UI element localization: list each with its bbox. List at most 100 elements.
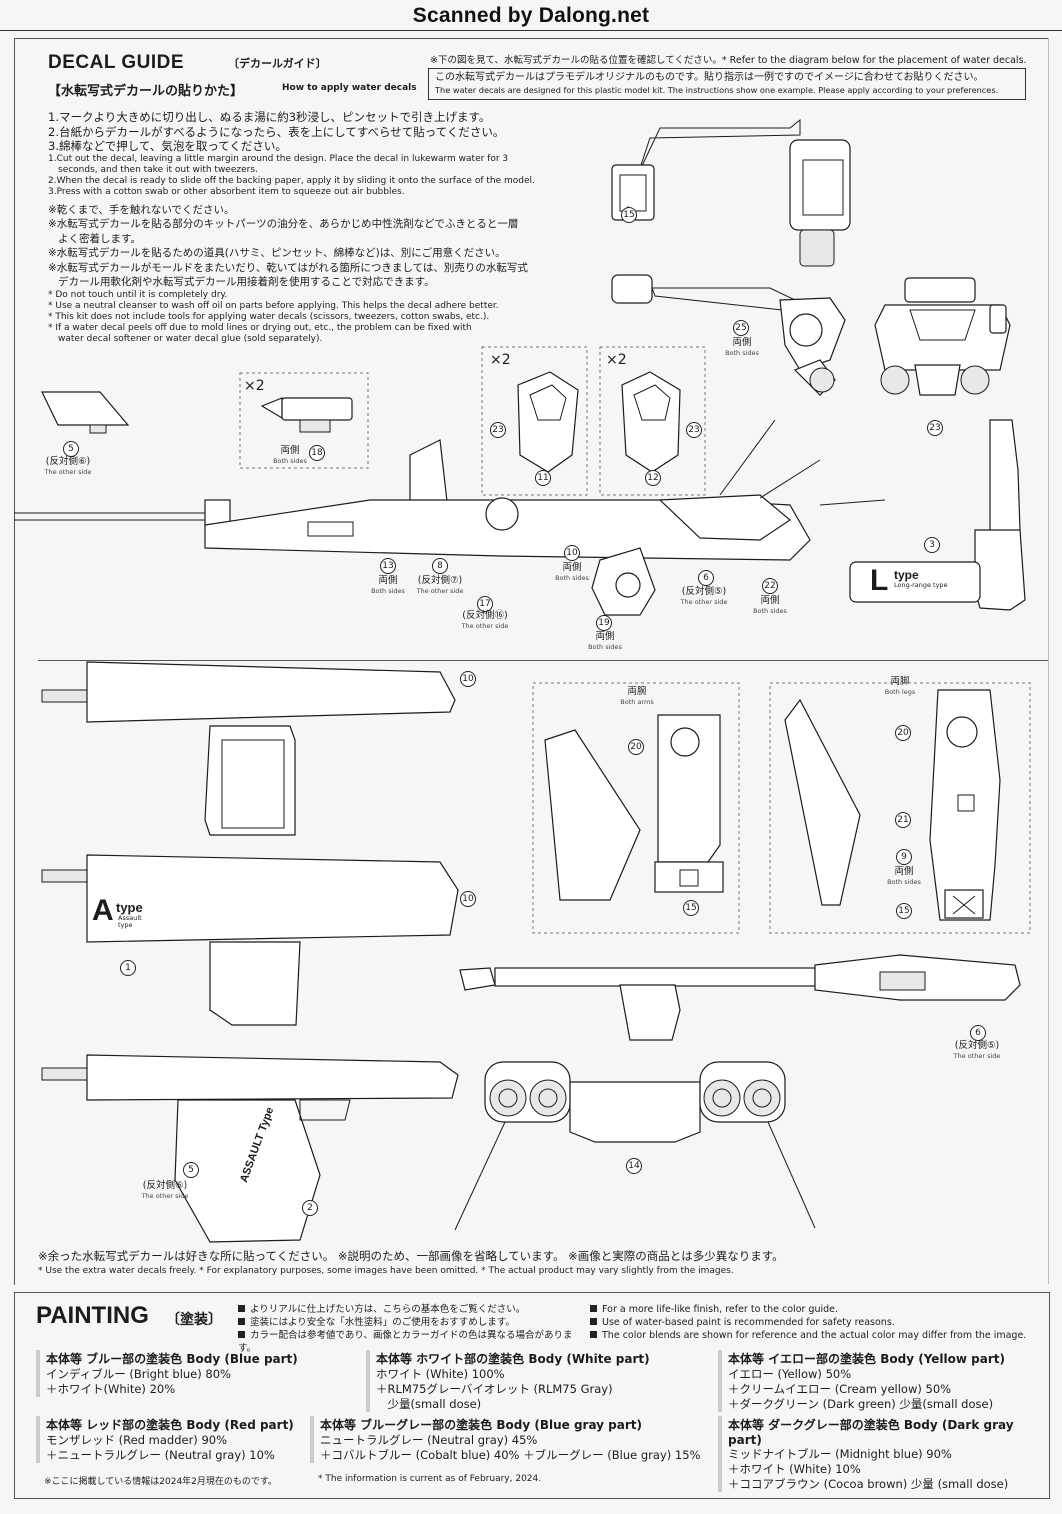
x2-label-12: ×2 bbox=[606, 352, 627, 368]
note-en-4: * If a water decal peels off due to mold… bbox=[48, 322, 472, 333]
info-date-note-jp: ※ここに掲載している情報は2024年2月現在のものです。 bbox=[44, 1477, 278, 1487]
decal-guide-title-jp: 〔デカールガイド〕 bbox=[228, 57, 327, 70]
note-en-4b: water decal softener or water decal glue… bbox=[58, 333, 323, 344]
decal-guide-frame-edge bbox=[1048, 38, 1049, 1284]
note-en-1: * Do not touch until it is completely dr… bbox=[48, 289, 228, 300]
skirt-thruster-diagram bbox=[454, 1061, 816, 1231]
callout-19: 19 bbox=[596, 615, 612, 631]
note-en-3: * This kit does not include tools for ap… bbox=[48, 311, 490, 322]
note-jp-4b: デカール用軟化剤や水転写式デカール用接着剤を使用することで対応できます。 bbox=[58, 276, 435, 288]
callout-25: 25 bbox=[733, 320, 749, 336]
other-side-label-6-top: (反対側⑥)The other side bbox=[44, 456, 92, 476]
step-en-2: 2.When the decal is ready to slide off t… bbox=[48, 175, 535, 186]
arm-parts-diagram bbox=[544, 714, 724, 901]
l-type-weapon-diagram bbox=[849, 419, 1026, 611]
other-side-label-6-lower: (反対側⑥)The other side bbox=[141, 1180, 189, 1200]
callout-10-upper: 10 bbox=[460, 671, 476, 687]
callout-12: 12 bbox=[645, 470, 661, 486]
note-jp-1: ※乾くまで、手を触れないでください。 bbox=[48, 203, 235, 216]
shoulder-part-diagram bbox=[611, 274, 846, 396]
callout-9: 9 bbox=[896, 849, 912, 865]
color-block-yellow: 本体等 イエロー部の塗装色 Body (Yellow part) イエロー (Y… bbox=[718, 1350, 1050, 1412]
callout-2: 2 bbox=[302, 1200, 318, 1216]
notice-jp: この水転写式デカールはプラモデルオリジナルのものです。貼り指示は一例ですのでイメ… bbox=[435, 72, 984, 83]
other-side-label-5-rifle: (反対側⑤)The other side bbox=[680, 586, 728, 606]
decal-guide-title: DECAL GUIDE bbox=[48, 52, 185, 73]
callout-18: 18 bbox=[309, 445, 325, 461]
step-en-1b: seconds, and then take it out with tweez… bbox=[58, 164, 258, 175]
callout-6-rifle-lower: 6 bbox=[970, 1025, 986, 1041]
callout-15-leg: 15 bbox=[896, 903, 912, 919]
callout-23-torso: 23 bbox=[927, 420, 943, 436]
part-11-shield bbox=[517, 371, 579, 473]
painting-note-en-3: The color blends are shown for reference… bbox=[590, 1329, 1040, 1342]
callout-14: 14 bbox=[626, 1158, 642, 1174]
painting-note-jp-2: 塗装にはより安全な「水性塗料」のご使用をおすすめします。 bbox=[238, 1316, 588, 1329]
callout-15-arm: 15 bbox=[683, 900, 699, 916]
step-jp-1: 1.マークより大きめに切り出し、ぬるま湯に約3秒浸し、ピンセットで引き上げます。 bbox=[48, 110, 491, 124]
painting-note-jp-3: カラー配合は参考値であり、画像とカラーガイドの色は異なる場合があります。 bbox=[238, 1330, 573, 1354]
color-block-red: 本体等 レッド部の塗装色 Body (Red part) モンザレッド (Red… bbox=[36, 1416, 316, 1463]
part-12-shield bbox=[621, 371, 681, 473]
other-side-label-16: (反対側⑯)The other side bbox=[461, 610, 509, 630]
painting-note-en-1: For a more life-like finish, refer to th… bbox=[590, 1303, 1040, 1316]
note-jp-2b: よく密着します。 bbox=[58, 232, 141, 245]
section-divider bbox=[38, 660, 1048, 661]
leg-parts-diagram bbox=[784, 689, 1001, 921]
note-jp-2: ※水転写式デカールを貼る部分のキットパーツの油分を、あらかじめ中性洗剤などでふき… bbox=[48, 218, 519, 230]
other-side-label-5-lower: (反対側⑤)The other side bbox=[953, 1040, 1001, 1060]
water-decal-subtitle-jp: 【水転写式デカールの貼りかた】 bbox=[48, 84, 244, 99]
long-rifle-diagram bbox=[459, 954, 1021, 1041]
callout-20-leg: 20 bbox=[895, 725, 911, 741]
a-type-mark: A type Assault type bbox=[92, 894, 143, 929]
callout-6-rifle: 6 bbox=[698, 570, 714, 586]
step-en-1: 1.Cut out the decal, leaving a little ma… bbox=[48, 153, 509, 164]
step-jp-3: 3.綿棒などで押して、気泡を取ってください。 bbox=[48, 139, 287, 153]
l-type-mark: L type Long-range type bbox=[870, 564, 948, 597]
callout-23-right: 23 bbox=[686, 422, 702, 438]
decal-guide-frame bbox=[14, 38, 1049, 1285]
callout-13: 13 bbox=[380, 558, 396, 574]
callout-15-top: 15 bbox=[621, 207, 637, 223]
note-jp-4: ※水転写式デカールがモールドをまたいだり、乾いてはがれる箇所につきましては、別売… bbox=[48, 261, 528, 274]
extra-decals-note-jp: ※余った水転写式デカールは好きな所に貼ってください。 ※説明のため、一部画像を省… bbox=[38, 1249, 784, 1263]
extra-decals-note-en: * Use the extra water decals freely. * F… bbox=[38, 1266, 734, 1276]
decal-diagrams bbox=[14, 118, 1031, 1243]
callout-10-lower: 10 bbox=[460, 891, 476, 907]
painting-notes-en: For a more life-like finish, refer to th… bbox=[590, 1303, 1040, 1342]
painting-title-jp: 〔塗装〕 bbox=[166, 1312, 222, 1328]
callout-23-left: 23 bbox=[490, 422, 506, 438]
callout-17: 17 bbox=[477, 596, 493, 612]
painting-frame bbox=[14, 1292, 1050, 1499]
callout-20-arm: 20 bbox=[628, 739, 644, 755]
x2-label-18: ×2 bbox=[244, 378, 265, 394]
callout-11: 11 bbox=[535, 470, 551, 486]
step-jp-2: 2.台紙からデカールがすべるようになったら、表を上にしてすべらせて貼ってください… bbox=[48, 124, 505, 139]
application-steps: 1.マークより大きめに切り出し、ぬるま湯に約3秒浸し、ピンセットで引き上げます。… bbox=[48, 110, 568, 345]
part-18-diagram bbox=[260, 397, 353, 433]
painting-note-jp-1: よりリアルに仕上げたい方は、こちらの基本色をご覧ください。 bbox=[238, 1303, 588, 1316]
color-block-dark-gray: 本体等 ダークグレー部の塗装色 Body (Dark gray part) ミッ… bbox=[718, 1416, 1050, 1492]
part-5-small-diagram bbox=[41, 391, 130, 434]
callout-3: 3 bbox=[924, 537, 940, 553]
placement-note: ※下の図を見て、水転写式デカールの貼る位置を確認してください。* Refer t… bbox=[430, 55, 1027, 66]
color-block-blue: 本体等 ブルー部の塗装色 Body (Blue part) インディブルー (B… bbox=[36, 1350, 356, 1397]
other-side-label-7: (反対側⑦)The other side bbox=[416, 575, 464, 595]
callout-1: 1 bbox=[120, 960, 136, 976]
water-decal-subtitle-en: How to apply water decals bbox=[282, 83, 417, 93]
watermark: Scanned by Dalong.net bbox=[412, 4, 650, 27]
callout-5-lower: 5 bbox=[183, 1162, 199, 1178]
painting-title: PAINTING bbox=[36, 1302, 149, 1329]
painting-notes-jp: よりリアルに仕上げたい方は、こちらの基本色をご覧ください。 塗装にはより安全な「… bbox=[238, 1303, 588, 1355]
backpack-part-diagram bbox=[611, 118, 851, 267]
callout-22: 22 bbox=[762, 578, 778, 594]
